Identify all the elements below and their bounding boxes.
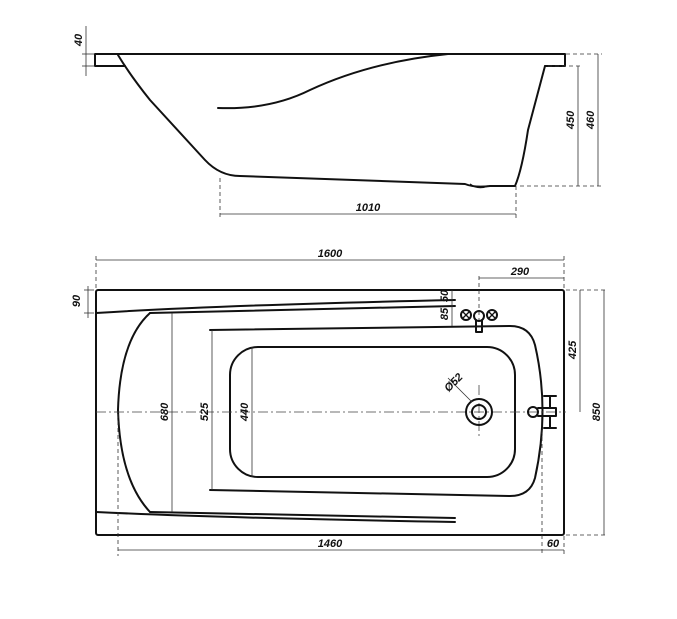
overflow-fitting-icon	[527, 395, 557, 429]
dim-top-length: 1600	[318, 248, 343, 260]
dim-top-inner-440: 440	[239, 402, 251, 422]
side-inner-curve	[217, 53, 449, 110]
dim-side-flange: 40	[73, 33, 85, 47]
side-body	[117, 54, 546, 188]
dim-top-inner-680: 680	[159, 402, 171, 421]
side-view: 40 1010 450 460	[73, 26, 602, 218]
top-outer-basin	[117, 312, 544, 513]
top-lower-rim-sweep	[95, 511, 456, 523]
dim-top-bottom-1460: 1460	[318, 538, 343, 550]
dim-top-gap-b: 85	[439, 307, 451, 320]
top-outer-rim	[95, 289, 565, 536]
dim-top-rim: 90	[71, 294, 83, 307]
dim-top-half: 425	[567, 340, 579, 360]
dim-top-gap-a: 50	[439, 289, 451, 302]
top-upper-rim-sweep	[95, 299, 456, 314]
top-view: Ø52 1600 290	[71, 248, 608, 556]
dim-top-bottom-60: 60	[547, 538, 560, 550]
side-rim	[94, 53, 566, 67]
faucet-handles-icon	[460, 309, 498, 333]
dim-side-bottom-length: 1010	[356, 202, 381, 214]
dim-top-width: 850	[591, 402, 603, 421]
drain-icon	[465, 398, 493, 426]
dim-side-depth: 450	[565, 110, 577, 130]
dim-side-height: 460	[585, 110, 597, 130]
dim-top-inner-525: 525	[199, 402, 211, 421]
dim-top-offset: 290	[510, 266, 530, 278]
dim-drain-diameter: Ø52	[442, 371, 465, 394]
